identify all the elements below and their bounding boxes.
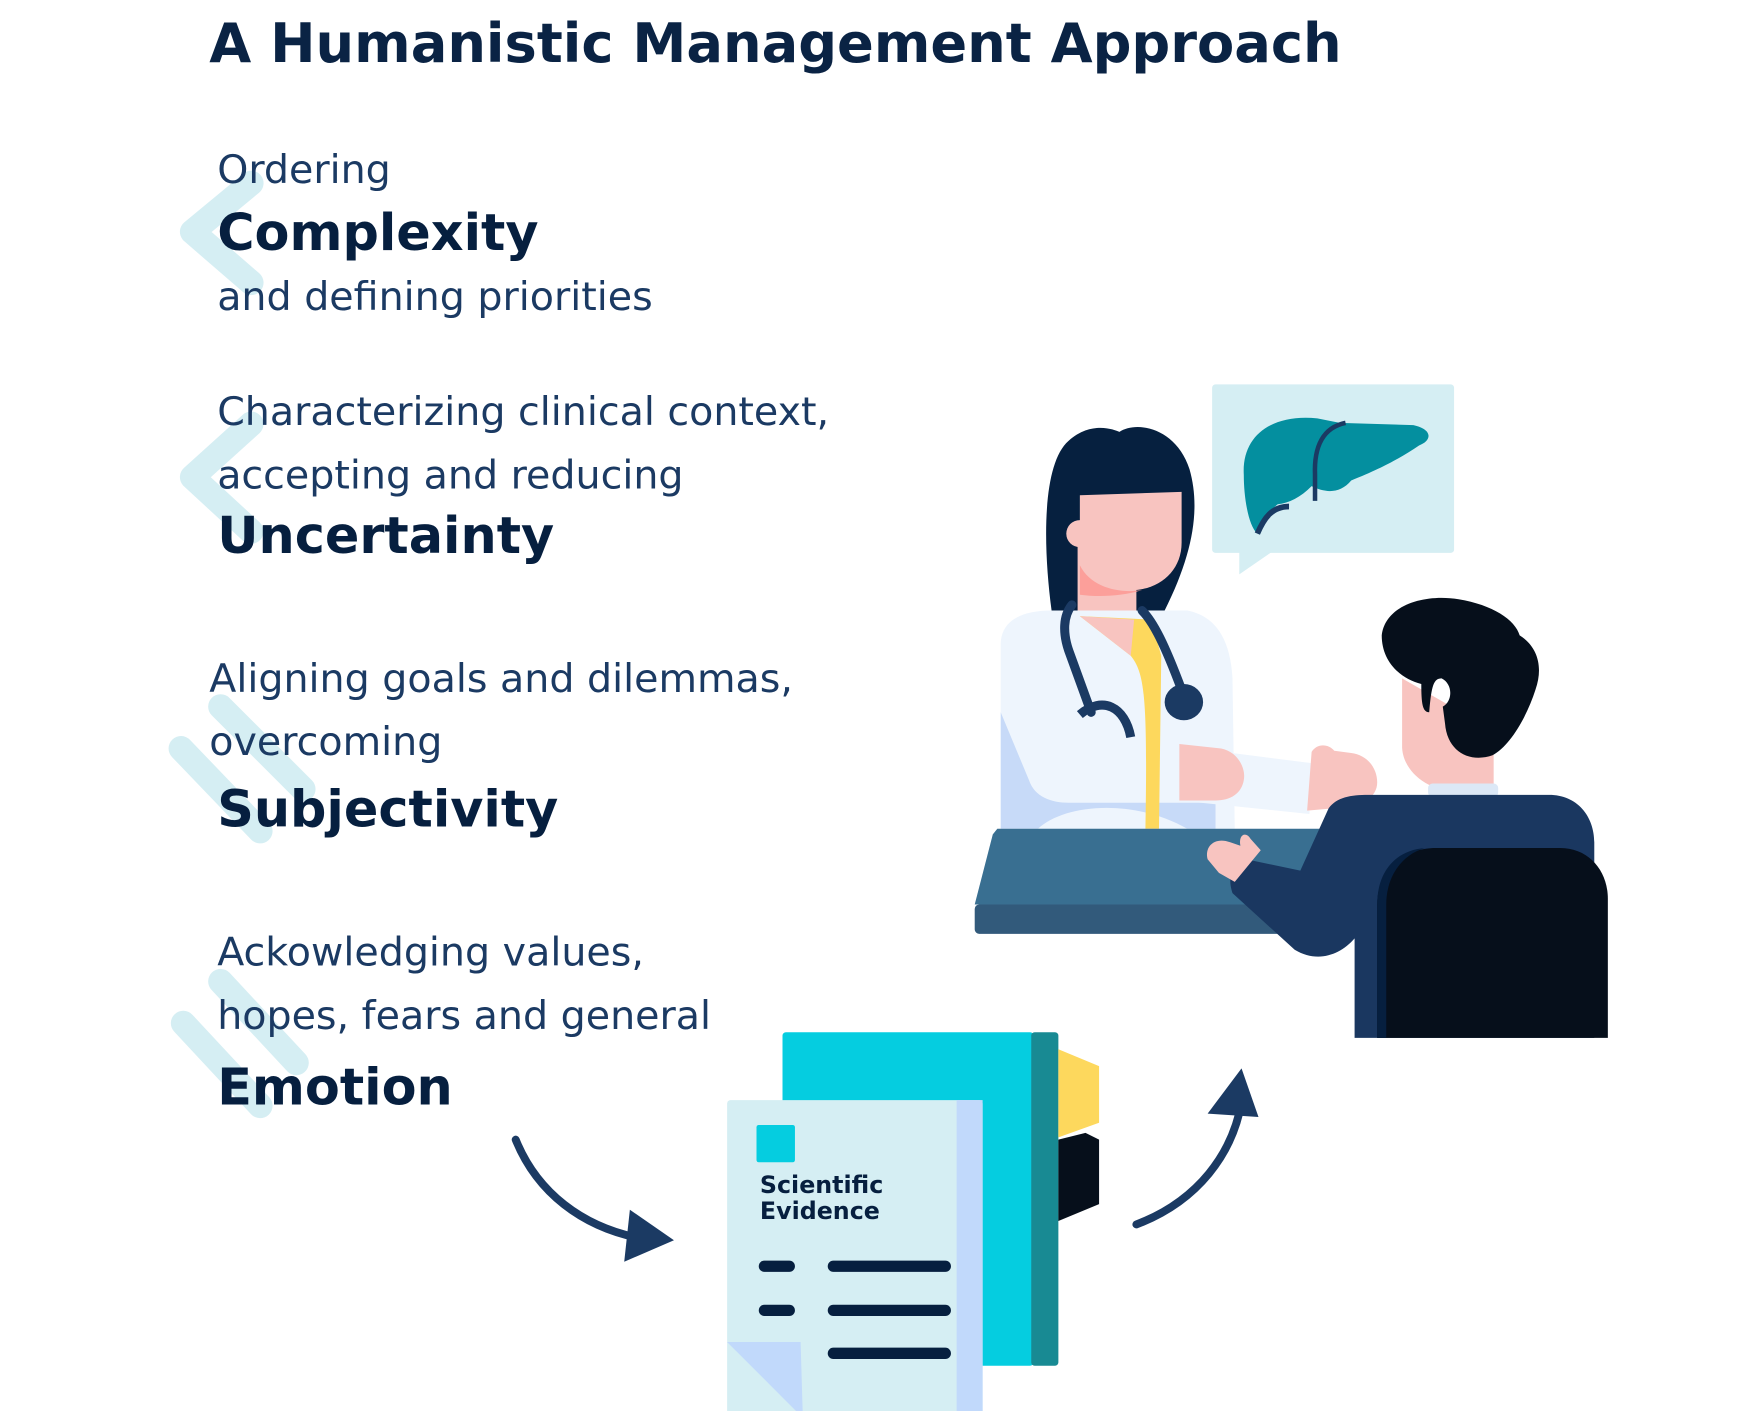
doctor-illustration bbox=[1000, 427, 1378, 829]
section-emotion: Ackowledging values, hopes, fears and ge… bbox=[217, 930, 711, 1117]
scientific-evidence-document: Scientific Evidence bbox=[727, 1032, 1100, 1411]
document-title-line2: Evidence bbox=[760, 1197, 880, 1225]
double-chevron-icon bbox=[208, 968, 309, 1076]
arrow-to-evidence bbox=[511, 1135, 674, 1262]
document-square-icon bbox=[756, 1124, 795, 1163]
section-line: Aligning goals and dilemmas, bbox=[209, 656, 793, 702]
section-line: Ackowledging values, bbox=[217, 930, 644, 976]
section-keyword: Emotion bbox=[217, 1058, 453, 1117]
section-line: Ordering bbox=[217, 147, 391, 193]
section-line: and defining priorities bbox=[217, 274, 653, 320]
speech-bubble bbox=[1212, 384, 1455, 575]
section-line: overcoming bbox=[209, 719, 442, 765]
arrow-to-patient bbox=[1132, 1068, 1259, 1229]
section-complexity: Ordering Complexity and defining priorit… bbox=[217, 147, 653, 320]
section-keyword: Subjectivity bbox=[217, 779, 558, 838]
section-keyword: Uncertainty bbox=[217, 506, 554, 565]
section-keyword: Complexity bbox=[217, 203, 538, 262]
patient-illustration bbox=[1207, 597, 1608, 1038]
double-chevron-icon bbox=[208, 694, 316, 802]
section-uncertainty: Characterizing clinical context, accepti… bbox=[217, 389, 829, 565]
section-subjectivity: Aligning goals and dilemmas, overcoming … bbox=[209, 656, 793, 839]
document-text-lines bbox=[758, 1260, 951, 1359]
chevron-icon bbox=[179, 170, 264, 296]
chevron-decorations bbox=[168, 170, 316, 1119]
document-title-line1: Scientific bbox=[760, 1171, 883, 1199]
page-title: A Humanistic Management Approach bbox=[209, 12, 1341, 75]
section-line: accepting and reducing bbox=[217, 452, 683, 498]
double-chevron-icon bbox=[168, 736, 273, 844]
section-line: hopes, fears and general bbox=[217, 993, 711, 1039]
chevron-icon bbox=[179, 411, 264, 544]
double-chevron-icon bbox=[170, 1010, 273, 1119]
section-line: Characterizing clinical context, bbox=[217, 389, 829, 435]
liver-icon bbox=[1243, 417, 1429, 535]
